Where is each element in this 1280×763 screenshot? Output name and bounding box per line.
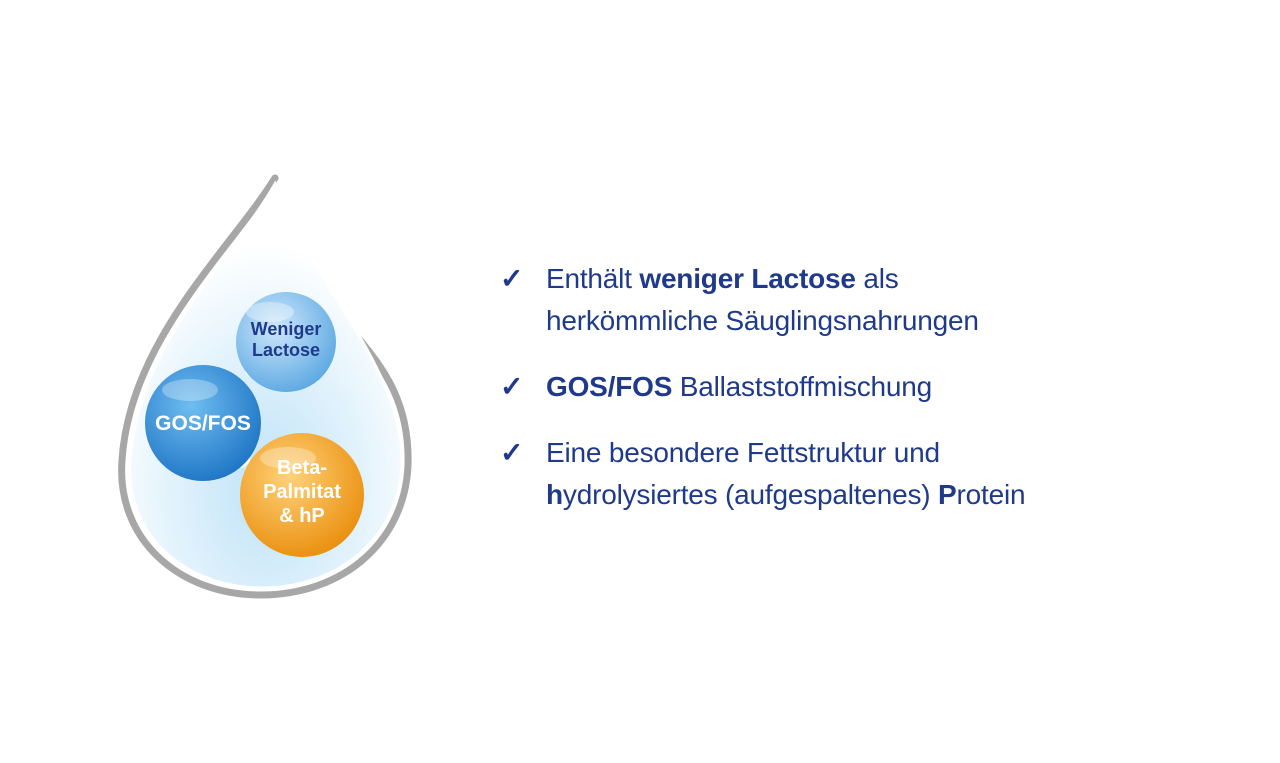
- benefit-line: Enthält weniger Lactose als: [546, 258, 1240, 300]
- benefit-item: ✓ GOS/FOS Ballaststoffmischung: [500, 366, 1240, 408]
- benefit-text: herkömmliche Säuglingsnahrungen: [546, 305, 979, 336]
- benefit-item: ✓ Eine besondere Fettstruktur und hydrolys…: [500, 432, 1240, 516]
- bubble-label: Beta-: [277, 457, 327, 479]
- bubble-label: GOS/FOS: [155, 412, 251, 435]
- benefit-text: rotein: [956, 479, 1026, 510]
- drop-shadow: [118, 174, 412, 599]
- bubble-gos-fos: GOS/FOS: [145, 365, 261, 481]
- bubble-beta-palmitat: Beta- Palmitat & hP: [240, 433, 364, 557]
- benefit-emphasis: P: [938, 479, 957, 510]
- water-drop-graphic: Weniger Lactose GOS/FOS Beta- Palmitat &…: [118, 174, 412, 599]
- bubble-label: & hP: [279, 505, 325, 527]
- benefit-emphasis: h: [546, 479, 563, 510]
- bubble-label: Weniger: [251, 319, 322, 339]
- benefit-text: ydrolysiertes (aufgespaltenes): [562, 479, 939, 510]
- benefit-line: herkömmliche Säuglingsnahrungen: [546, 300, 1240, 342]
- benefit-line: hydrolysiertes (aufgespaltenes) Protein: [546, 474, 1240, 516]
- benefit-item: ✓ Enthält weniger Lactose als herkömmliche…: [500, 258, 1240, 342]
- benefit-text: als: [855, 263, 899, 294]
- benefit-text: Eine besondere Fettstruktur und: [546, 437, 940, 468]
- benefit-text: Enthält: [546, 263, 640, 294]
- benefit-text: Ballaststoffmischung: [672, 371, 933, 402]
- checkmark-icon: ✓: [500, 437, 524, 468]
- bubble-label: Lactose: [252, 340, 320, 360]
- bubble-weniger-lactose: Weniger Lactose: [236, 292, 336, 392]
- benefit-emphasis: GOS/FOS: [546, 371, 673, 402]
- benefit-list: ✓ Enthält weniger Lactose als herkömmliche…: [500, 258, 1240, 540]
- benefit-line: Eine besondere Fettstruktur und: [546, 432, 1240, 474]
- checkmark-icon: ✓: [500, 371, 524, 402]
- checkmark-icon: ✓: [500, 263, 524, 294]
- benefit-emphasis: weniger Lactose: [639, 263, 856, 294]
- benefit-line: GOS/FOS Ballaststoffmischung: [546, 366, 1240, 408]
- bubble-label: Palmitat: [263, 481, 341, 503]
